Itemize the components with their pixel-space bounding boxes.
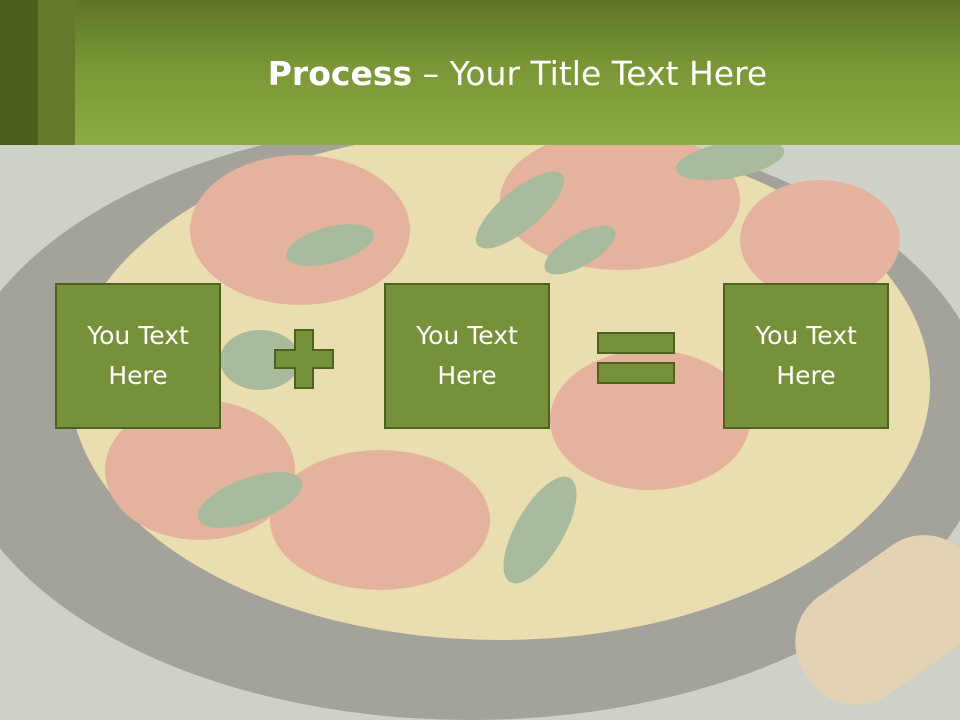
title-bar: Process – Your Title Text Here [0,0,960,145]
process-box-2[interactable]: You Text Here [384,283,550,429]
process-box-1[interactable]: You Text Here [55,283,221,429]
title-bar-accent-mid [38,0,75,145]
slide-title[interactable]: Process – Your Title Text Here [75,52,960,96]
title-rest: – Your Title Text Here [412,54,768,93]
process-box-3-text: You Text Here [755,321,857,390]
plus-icon [274,329,334,389]
title-bar-accent-dark [0,0,38,145]
title-bold: Process [267,54,413,93]
process-box-3[interactable]: You Text Here [723,283,889,429]
process-box-1-text: You Text Here [87,321,189,390]
process-box-2-text: You Text Here [416,321,518,390]
equals-icon [597,332,675,384]
